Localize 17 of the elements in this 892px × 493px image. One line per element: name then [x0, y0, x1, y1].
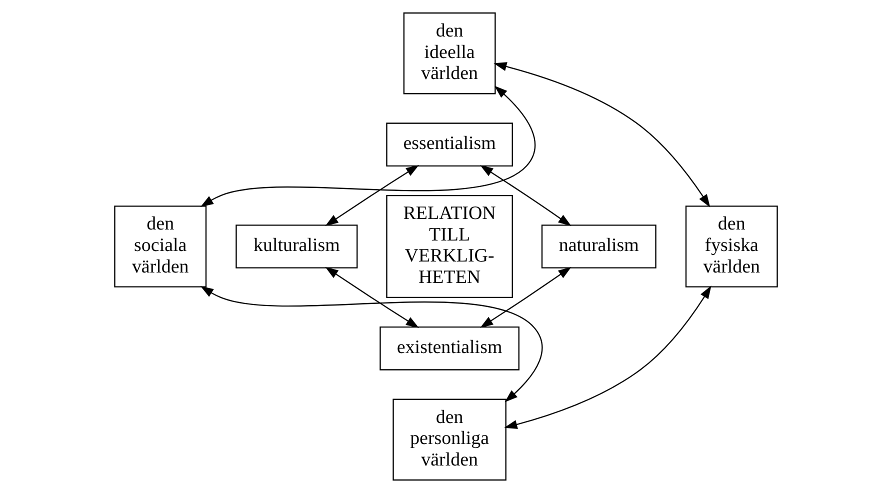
node-box: essentialism [386, 122, 513, 166]
arrow [200, 86, 536, 207]
arrow [325, 266, 419, 328]
node-box: naturalism [541, 224, 656, 268]
arrow [325, 165, 419, 226]
node-box: den ideella världen [403, 12, 496, 94]
arrow [480, 266, 572, 328]
node-box: den personliga världen [392, 398, 506, 481]
arrow [200, 286, 543, 402]
arrow [504, 286, 712, 429]
node-box: existentialism [380, 326, 520, 370]
arrow [480, 165, 572, 226]
arrow [494, 62, 710, 208]
node-box: kulturalism [236, 224, 358, 268]
node-box: den sociala världen [114, 206, 207, 288]
node-box: RELATION TILL VERKLIG- HETEN [386, 194, 513, 298]
node-box: den fysiska världen [685, 206, 778, 288]
